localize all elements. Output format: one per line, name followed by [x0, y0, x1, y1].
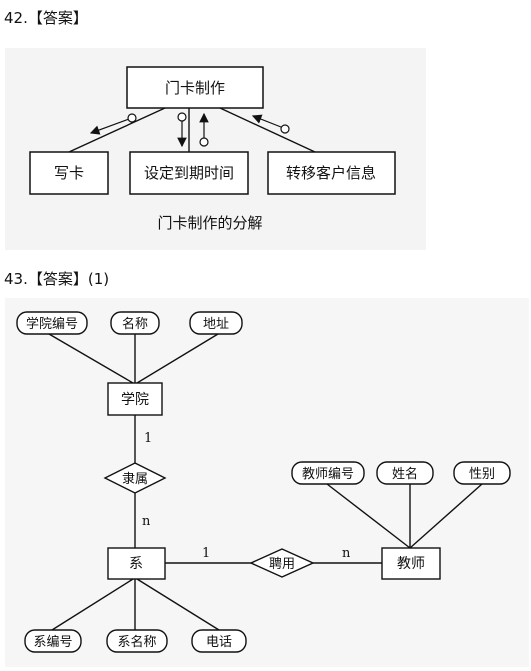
svg-text:隶属: 隶属 — [122, 472, 148, 487]
entity-department: 系 — [107, 547, 166, 580]
diagram-caption: 门卡制作的分解 — [157, 214, 262, 232]
attribute-teacher-name: 姓名 — [376, 461, 434, 485]
svg-text:电话: 电话 — [206, 635, 232, 650]
attribute-college-id: 学院编号 — [16, 311, 88, 335]
cardinality-label: 1 — [202, 546, 210, 561]
er-diagram: 学院编号 名称 地址 学院 1 隶属 n 系 1 — [16, 311, 511, 653]
connector-line — [219, 107, 316, 153]
svg-text:系名称: 系名称 — [117, 634, 156, 650]
relationship-hires: 聘用 — [249, 548, 315, 578]
svg-text:名称: 名称 — [122, 316, 148, 332]
cardinality-label: n — [142, 514, 151, 529]
entity-teacher: 教师 — [381, 547, 441, 580]
attribute-teacher-id: 教师编号 — [291, 461, 365, 485]
sub-module-label: 写卡 — [54, 164, 84, 182]
svg-text:系编号: 系编号 — [33, 635, 72, 650]
attribute-department-name: 系名称 — [106, 629, 168, 653]
sub-module-set-expiry: 设定到期时间 — [129, 151, 249, 195]
question-42-heading: 42.【答案】 — [4, 9, 88, 27]
data-couple-arrow — [177, 112, 187, 148]
attribute-college-address: 地址 — [189, 311, 243, 335]
top-module-box: 门卡制作 — [126, 66, 264, 109]
svg-text:性别: 性别 — [469, 467, 495, 482]
svg-text:教师编号: 教师编号 — [302, 466, 354, 482]
relationship-belongs: 隶属 — [103, 462, 167, 494]
attribute-department-phone: 电话 — [191, 629, 247, 653]
attribute-department-id: 系编号 — [24, 629, 82, 653]
top-module-label: 门卡制作 — [165, 79, 225, 97]
sub-module-label: 转移客户信息 — [286, 164, 376, 182]
svg-text:学院: 学院 — [121, 392, 149, 408]
data-couple-arrow — [251, 114, 290, 134]
sub-module-write-card: 写卡 — [29, 151, 109, 195]
sub-module-label: 设定到期时间 — [144, 164, 234, 182]
data-couple-arrow — [89, 113, 137, 135]
cardinality-label: 1 — [144, 431, 152, 446]
sub-module-transfer-info: 转移客户信息 — [267, 151, 396, 195]
svg-text:教师: 教师 — [397, 556, 425, 572]
question-43-heading: 43.【答案】(1) — [4, 270, 110, 288]
svg-text:学院编号: 学院编号 — [26, 316, 78, 332]
cardinality-label: n — [342, 546, 351, 561]
er-connection-lines — [48, 333, 483, 631]
svg-text:地址: 地址 — [203, 317, 229, 332]
svg-text:系: 系 — [129, 556, 143, 572]
connector-line — [68, 107, 166, 153]
entity-college: 学院 — [107, 382, 163, 416]
svg-text:聘用: 聘用 — [269, 557, 295, 572]
data-couple-arrow — [199, 112, 209, 147]
svg-text:姓名: 姓名 — [392, 466, 418, 482]
attribute-college-name: 名称 — [110, 311, 160, 335]
structure-chart: 门卡制作 写卡 设定到期时间 转移客户信息 — [29, 66, 396, 232]
structure-chart-panel: 门卡制作 写卡 设定到期时间 转移客户信息 — [5, 48, 426, 250]
attribute-teacher-gender: 性别 — [453, 461, 511, 485]
er-diagram-panel: 学院编号 名称 地址 学院 1 隶属 n 系 1 — [5, 298, 529, 667]
